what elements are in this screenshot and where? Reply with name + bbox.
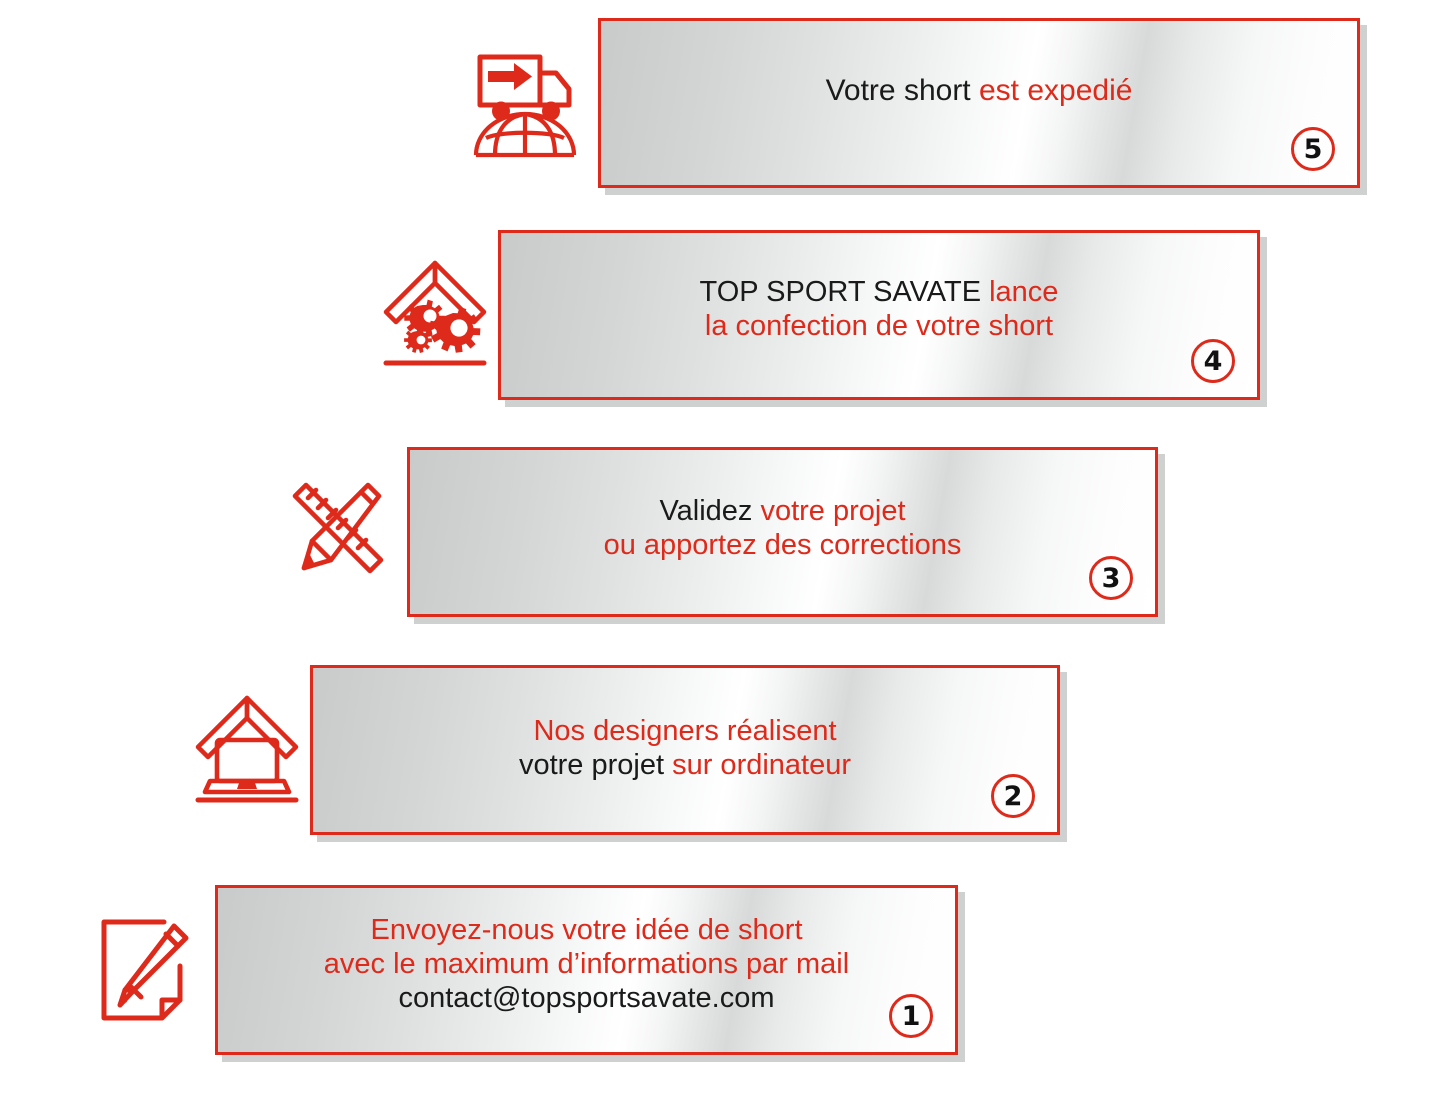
step-text: Votre short est expedié (601, 73, 1357, 108)
ruler-pencil-cross-icon (282, 472, 392, 592)
step-text-line: avec le maximum d’informations par mail (218, 947, 955, 981)
text-segment: votre projet (760, 495, 906, 527)
text-segment: Nos designers réalisent (533, 715, 837, 747)
step-text-line: TOP SPORT SAVATE lance (501, 275, 1257, 309)
step-banner: Votre short est expedié 5 (598, 18, 1360, 188)
text-segment: contact@topsportsavate.com (398, 982, 775, 1015)
step-number-badge: 2 (991, 774, 1035, 818)
step-number-badge: 3 (1089, 556, 1133, 600)
text-segment: sur ordinateur (672, 749, 852, 782)
step-text-line: votre projet sur ordinateur (313, 748, 1057, 782)
step-number-badge: 1 (889, 994, 933, 1038)
step-text-line: contact@topsportsavate.com (218, 981, 955, 1015)
step-text-line: la confection de votre short (501, 309, 1257, 343)
step-number-badge: 4 (1191, 339, 1235, 383)
process-step-5: Votre short est expedié 5 (470, 18, 1370, 188)
text-segment: avec le maximum d’informations par mail (323, 948, 850, 981)
step-text-line: Validez votre projet (410, 494, 1155, 528)
text-segment: ou apportez des corrections (603, 529, 962, 562)
step-number-badge: 5 (1291, 127, 1335, 171)
text-segment: la confection de votre short (704, 310, 1054, 343)
text-segment: votre projet (518, 749, 673, 782)
step-text-line: Envoyez-nous votre idée de short (218, 913, 955, 947)
text-segment: Votre short (825, 74, 979, 107)
step-text-line: Votre short est expedié (601, 73, 1357, 108)
text-segment: TOP SPORT SAVATE (699, 276, 990, 308)
step-text-line: ou apportez des corrections (410, 528, 1155, 562)
document-pencil-icon (90, 910, 200, 1030)
roof-laptop-icon (192, 690, 302, 810)
delivery-truck-globe-icon (470, 43, 580, 163)
text-segment: est expedié (978, 74, 1133, 107)
text-segment: Validez (659, 495, 761, 527)
step-text-line: Nos designers réalisent (313, 714, 1057, 748)
factory-roof-gears-icon (380, 255, 490, 375)
text-segment: lance (989, 276, 1059, 308)
text-segment: Envoyez-nous votre idée de short (370, 914, 803, 946)
